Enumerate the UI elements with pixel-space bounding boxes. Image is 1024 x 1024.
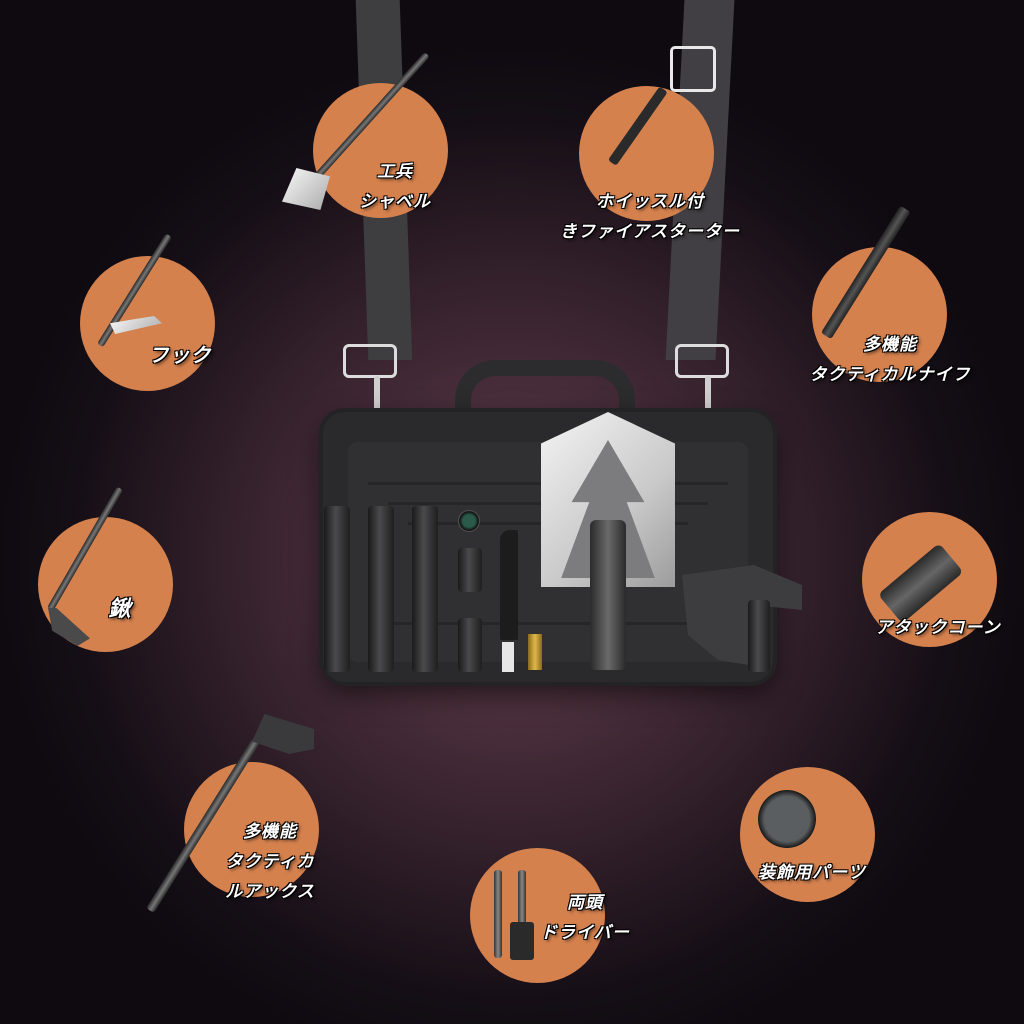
handle-tube-2 <box>368 506 394 672</box>
callout-label-decorative-parts: 装飾用パーツ <box>758 863 866 883</box>
callout-label-attack-cone: アタックコーン <box>875 618 1001 638</box>
strap-hook-right <box>705 376 711 424</box>
callout-label-shovel: 工兵シャベル <box>359 162 431 212</box>
decorative-cap-icon <box>758 790 816 848</box>
callout-label-hook: フック <box>148 343 212 367</box>
callout-label-knife: 多機能タクティカルナイフ <box>809 335 971 385</box>
callout-bubble-screwdriver <box>470 848 605 983</box>
callout-bubble-axe <box>184 762 319 897</box>
case-ridge <box>388 622 708 625</box>
shovel-shaft <box>590 520 626 670</box>
knife-tip <box>502 642 514 672</box>
callout-label-screwdriver: 両頭ドライバー <box>540 893 630 943</box>
handle-tube-1 <box>324 506 350 672</box>
strap-clip-left <box>343 344 397 378</box>
callout-label-fire-starter: ホイッスル付きファイアスターター <box>560 192 740 242</box>
callout-label-hoe: 鍬 <box>108 597 132 622</box>
strap-hook-left <box>374 376 380 424</box>
compass-icon <box>458 510 480 532</box>
knife-blade <box>500 530 518 640</box>
axe-connector <box>748 600 770 672</box>
strap-buckle <box>670 46 716 92</box>
fire-starter-part <box>528 634 542 670</box>
strap-clip-right <box>675 344 729 378</box>
screwdriver-handle-icon <box>510 922 534 960</box>
attack-cone-part <box>458 548 482 592</box>
screwdriver-icon <box>518 870 526 926</box>
axe-icon <box>252 714 314 754</box>
callout-label-axe: 多機能タクティカルアックス <box>225 822 315 902</box>
screwdriver-icon <box>494 870 502 958</box>
decorative-cap-part <box>458 618 482 672</box>
handle-tube-3 <box>412 506 438 672</box>
